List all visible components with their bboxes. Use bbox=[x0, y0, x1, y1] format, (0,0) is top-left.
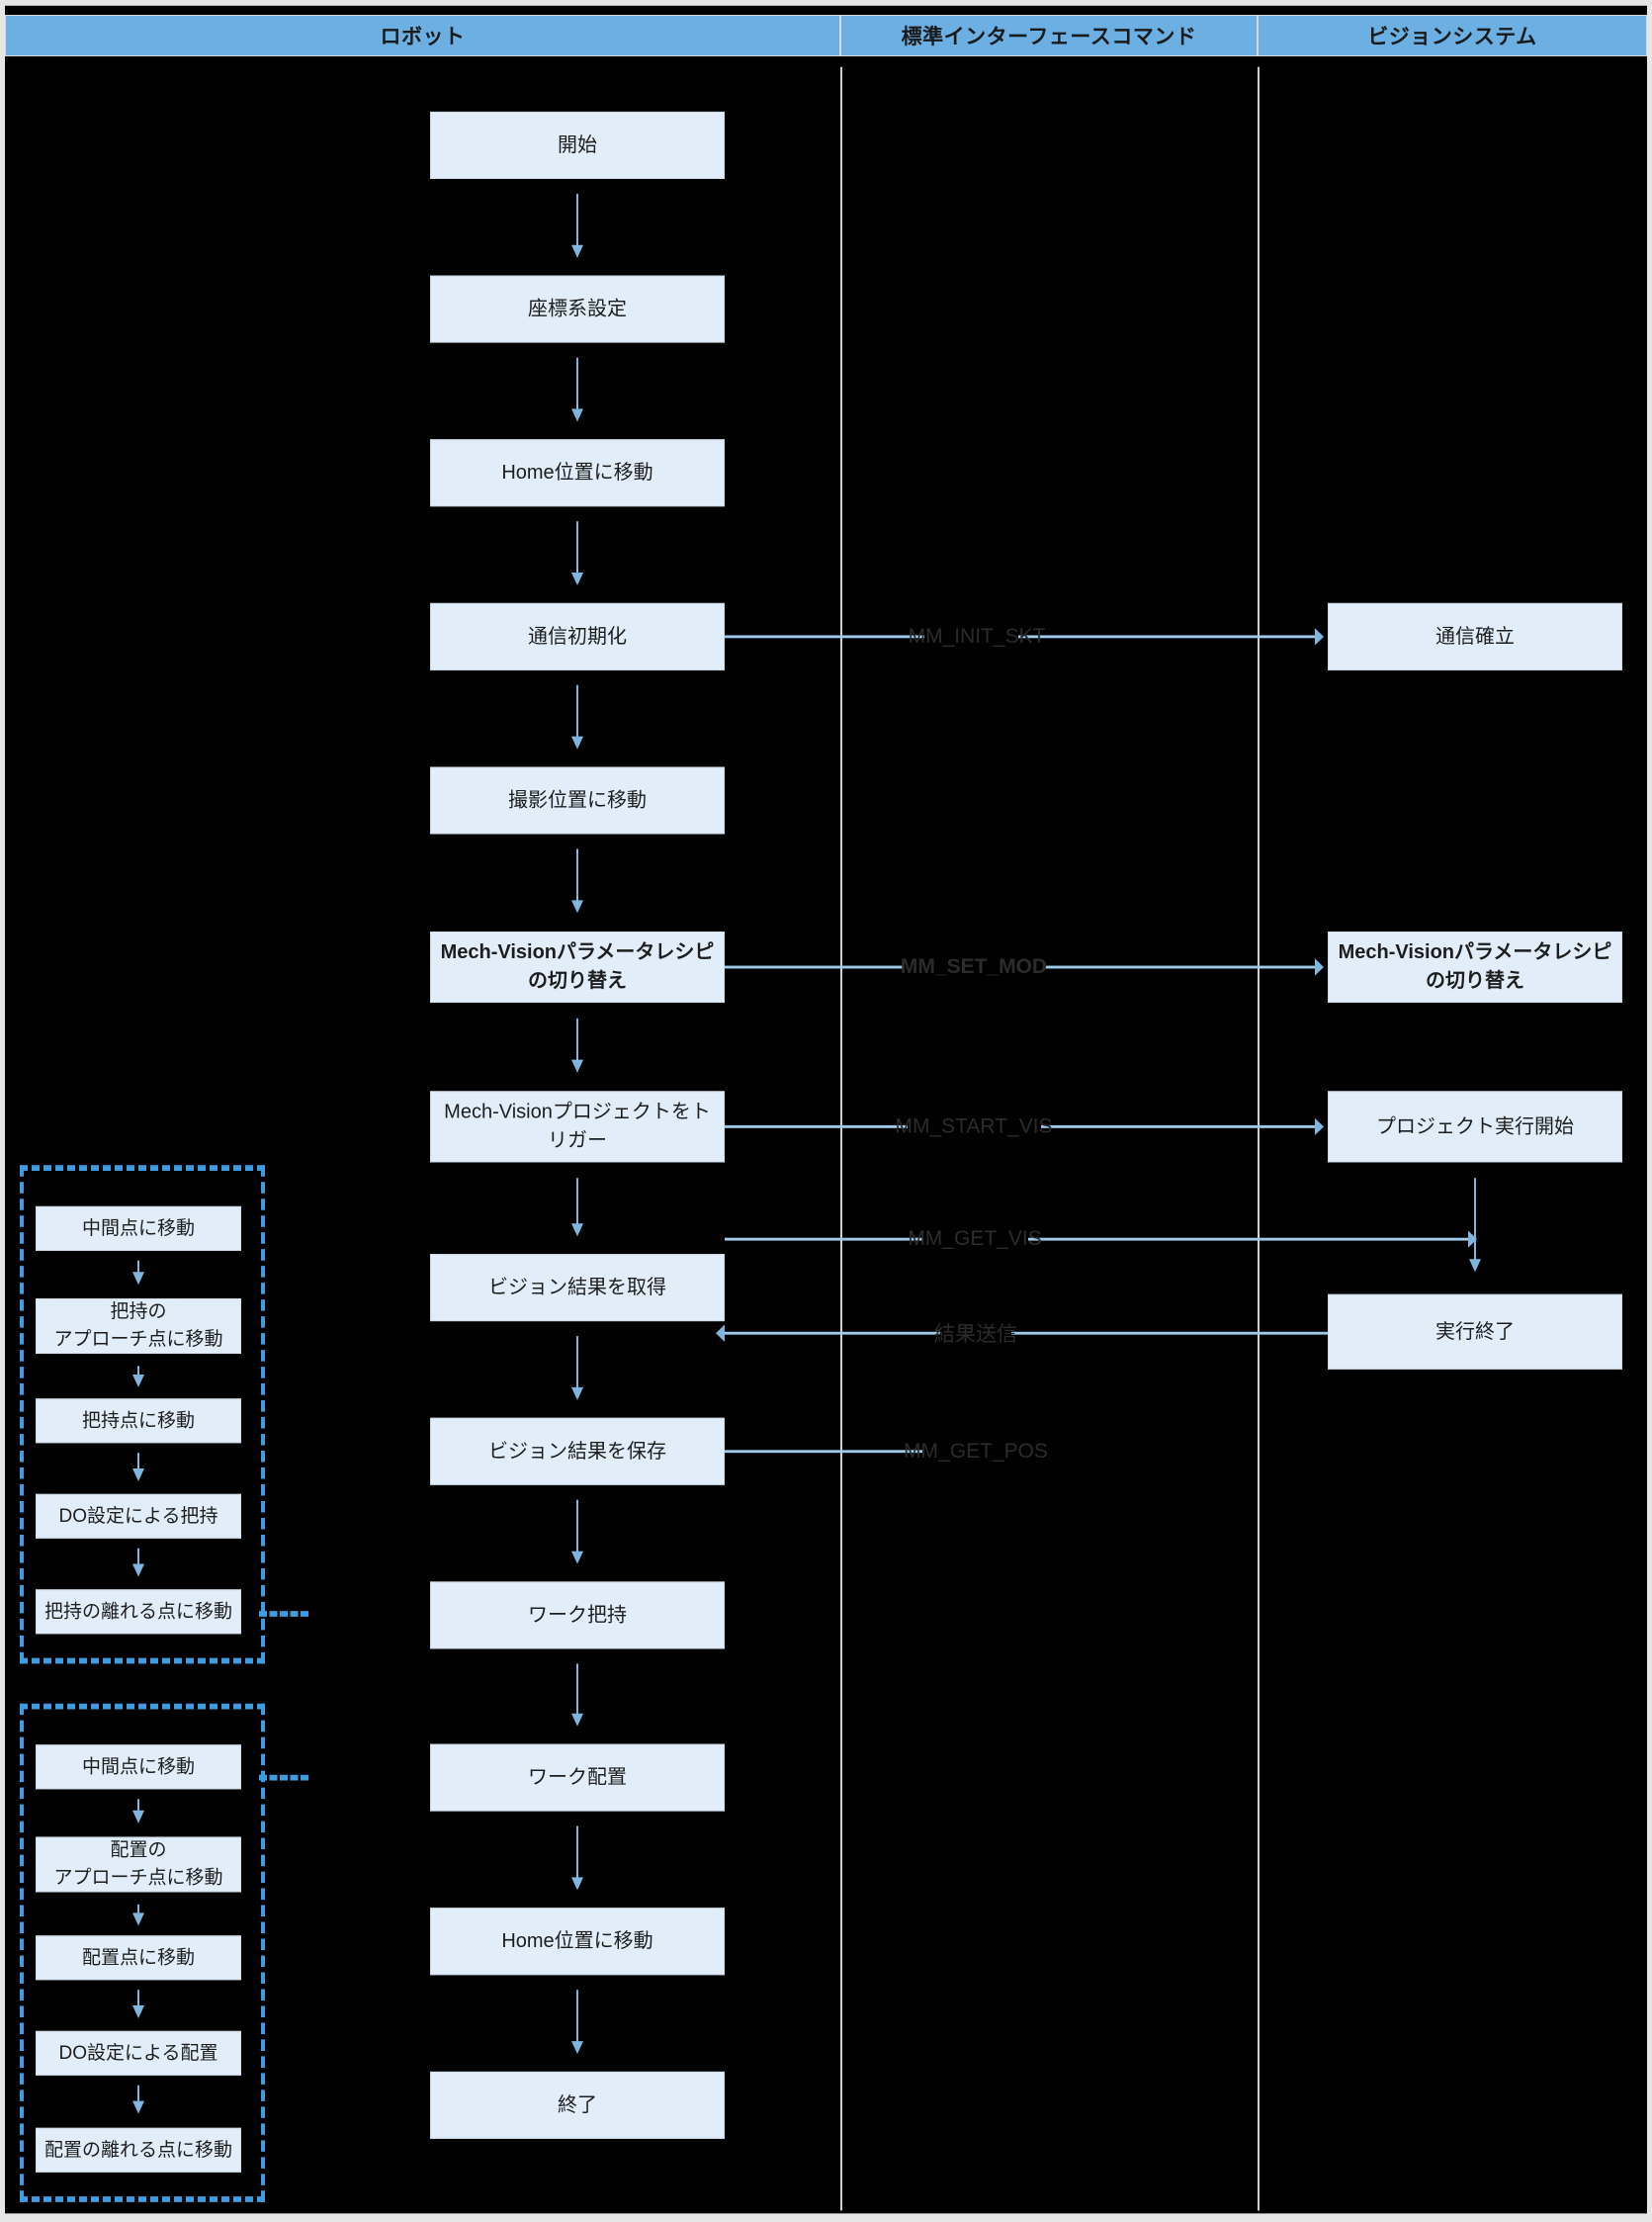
node-run-finished[interactable]: 実行終了 bbox=[1328, 1293, 1622, 1370]
node-communication-init[interactable]: 通信初期化 bbox=[430, 602, 725, 670]
lane-divider-command bbox=[840, 66, 842, 2211]
command-label-mm-set-mod: MM_SET_MOD bbox=[900, 955, 1048, 979]
node-get-vision-result[interactable]: ビジョン結果を取得 bbox=[430, 1254, 725, 1322]
lane-header-vision: ビジョンシステム bbox=[1258, 15, 1647, 57]
node-place-approach[interactable]: 配置の アプローチ点に移動 bbox=[36, 1836, 241, 1893]
node-pick-waypoint[interactable]: 中間点に移動 bbox=[36, 1205, 241, 1251]
frame-right-border bbox=[1647, 0, 1652, 2222]
command-label-send-result: 結果送信 bbox=[934, 1323, 1017, 1347]
node-place-do-output[interactable]: DO設定による配置 bbox=[36, 2030, 241, 2076]
lane-divider-vision bbox=[1258, 66, 1260, 2211]
lane-title-command: 標準インターフェースコマンド bbox=[901, 26, 1197, 49]
node-save-vision-result[interactable]: ビジョン結果を保存 bbox=[430, 1417, 725, 1485]
node-move-home-1[interactable]: Home位置に移動 bbox=[430, 439, 725, 507]
node-project-run-start[interactable]: プロジェクト実行開始 bbox=[1328, 1091, 1622, 1163]
command-label-mm-init-skt: MM_INIT_SKT bbox=[908, 624, 1046, 648]
node-pick-workpiece[interactable]: ワーク把持 bbox=[430, 1581, 725, 1649]
node-place-depart[interactable]: 配置の離れる点に移動 bbox=[36, 2127, 241, 2173]
command-label-mm-get-pos: MM_GET_POS bbox=[904, 1439, 1048, 1463]
lane-header-command: 標準インターフェースコマンド bbox=[840, 15, 1258, 57]
connector-pick-group-to-node bbox=[259, 1611, 308, 1617]
frame-top-border bbox=[0, 0, 1652, 6]
group-pick-sequence bbox=[20, 1165, 265, 1664]
node-place-workpiece[interactable]: ワーク配置 bbox=[430, 1743, 725, 1812]
node-move-capture-position[interactable]: 撮影位置に移動 bbox=[430, 766, 725, 835]
command-label-mm-start-vis: MM_START_VIS bbox=[895, 1114, 1053, 1138]
frame-bottom-border bbox=[0, 2213, 1652, 2222]
node-pick-approach[interactable]: 把持の アプローチ点に移動 bbox=[36, 1297, 241, 1354]
node-start[interactable]: 開始 bbox=[430, 111, 725, 179]
node-switch-vision-recipe[interactable]: Mech-Visionパラメータレシピの切り替え bbox=[430, 932, 725, 1004]
group-place-sequence bbox=[20, 1703, 265, 2202]
node-place-waypoint[interactable]: 中間点に移動 bbox=[36, 1744, 241, 1790]
node-pick-point[interactable]: 把持点に移動 bbox=[36, 1398, 241, 1444]
node-pick-depart[interactable]: 把持の離れる点に移動 bbox=[36, 1589, 241, 1635]
connector-place-group-to-node bbox=[259, 1774, 308, 1781]
node-communication-established[interactable]: 通信確立 bbox=[1328, 602, 1622, 670]
node-trigger-vision-project[interactable]: Mech-Visionプロジェクトをトリガー bbox=[430, 1091, 725, 1163]
node-end[interactable]: 終了 bbox=[430, 2071, 725, 2139]
lane-title-vision: ビジョンシステム bbox=[1367, 26, 1537, 49]
node-pick-do-output[interactable]: DO設定による把持 bbox=[36, 1493, 241, 1539]
node-move-home-2[interactable]: Home位置に移動 bbox=[430, 1908, 725, 1976]
frame-left-border bbox=[0, 0, 5, 2222]
lane-header-robot: ロボット bbox=[5, 15, 840, 57]
lane-title-robot: ロボット bbox=[380, 26, 466, 49]
node-place-point[interactable]: 配置点に移動 bbox=[36, 1935, 241, 1981]
node-coordinate-system[interactable]: 座標系設定 bbox=[430, 275, 725, 343]
node-vision-switch-recipe[interactable]: Mech-Visionパラメータレシピの切り替え bbox=[1328, 932, 1622, 1004]
command-label-mm-get-vis: MM_GET_VIS bbox=[908, 1227, 1042, 1251]
